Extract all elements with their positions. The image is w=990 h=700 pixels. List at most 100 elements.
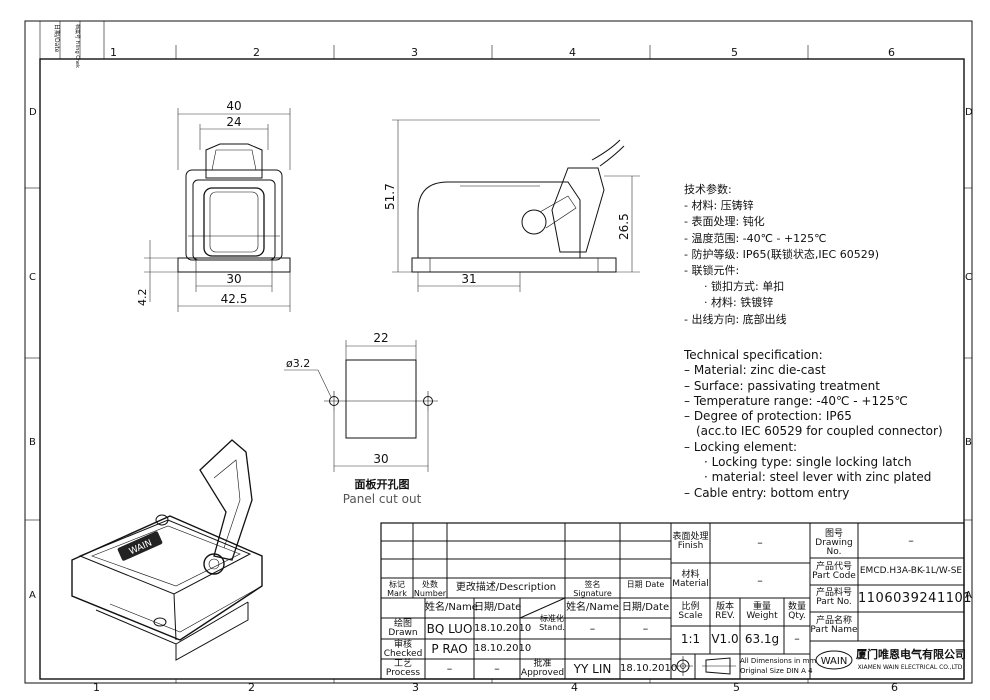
tb-drawing-no-value: – <box>908 534 914 547</box>
tb-standard-label: 标准化 Stand. <box>539 614 565 632</box>
tb-drawn-name: BQ LUO <box>426 622 473 636</box>
row-d-right: D <box>965 107 973 118</box>
dim-42-5: 42.5 <box>221 292 248 306</box>
dim-40: 40 <box>226 99 241 113</box>
spec-cn-cable: - 出线方向: 底部出线 <box>684 312 787 326</box>
company-logo: WAIN <box>815 650 853 670</box>
tb-date-header: 日期 Date <box>626 580 665 589</box>
dim-31: 31 <box>461 272 476 286</box>
spec-en-material: – Material: zinc die-cast <box>684 363 826 378</box>
tb-drawn-date: 18.10.2010 <box>474 623 532 634</box>
tb-material-label: 材料 Material <box>672 570 709 589</box>
tb-weight-label: 重量 Weight <box>746 602 778 621</box>
spec-en-cable: – Cable entry: bottom entry <box>684 485 850 500</box>
tb-material-value: – <box>757 574 763 587</box>
corner-date-label: 日期/Date <box>53 24 61 53</box>
col-1-bottom: 1 <box>93 681 100 694</box>
col-4-bottom: 4 <box>571 681 578 694</box>
spec-cn-locking: - 联锁元件: <box>684 264 740 278</box>
tb-units-note-1: All Dimensions in mm <box>740 657 817 665</box>
tb-date-header-3: 日期/Date <box>621 602 670 613</box>
tb-stand-date-dash: – <box>642 622 649 635</box>
spec-cn-material: - 材料: 压铸锌 <box>684 199 754 213</box>
tb-weight-value: 63.1g <box>744 632 780 646</box>
dim-24: 24 <box>226 115 241 129</box>
tb-process-date: – <box>494 662 500 675</box>
cutout-dimensions <box>284 340 429 472</box>
col-5-top: 5 <box>731 46 738 59</box>
dim-4-2: 4.2 <box>136 289 149 307</box>
front-dimensions <box>144 108 291 312</box>
spec-cn-surface: - 表面处理: 钝化 <box>684 215 765 229</box>
spec-en-surface: – Surface: passivating treatment <box>684 378 880 393</box>
tb-drawing-no-label: 图号 Drawing No. <box>815 529 853 557</box>
tb-company-cn: 厦门唯恩电气有限公司 <box>856 648 966 661</box>
tb-date-header-2: 日期/Date <box>474 602 522 613</box>
tb-part-name-label: 产品名称 Part Name <box>810 616 858 635</box>
row-b-left: B <box>29 437 36 448</box>
tb-units-note-2: Original Size DIN A 4 <box>740 667 813 675</box>
title-block-grid <box>380 522 965 680</box>
spec-en-protection-note: (acc.to IEC 60529 for coupled connector) <box>696 424 943 439</box>
spec-chinese: 技术参数: - 材料: 压铸锌 - 表面处理: 钝化 - 温度范围: -40℃ … <box>684 182 879 328</box>
spec-cn-protection: - 防护等级: IP65(联锁状态,IEC 60529) <box>684 247 879 261</box>
tb-name-header: 姓名/Name <box>425 602 478 613</box>
tb-finish-label: 表面处理 Finish <box>672 532 709 551</box>
side-view <box>411 139 625 273</box>
dim-hole: ø3.2 <box>286 357 310 370</box>
col-6-bottom: 6 <box>891 681 898 694</box>
spec-cn-lock-type: · 锁扣方式: 单扣 <box>704 280 785 294</box>
tb-process-label: 工艺 Process <box>385 659 421 678</box>
spec-en-lock-type: · Locking type: single locking latch <box>704 455 912 470</box>
spec-cn-lock-material: · 材料: 铁镀锌 <box>704 296 774 310</box>
tb-qty-value: – <box>794 632 800 645</box>
tb-checked-label: 审核 Checked <box>383 640 423 659</box>
tb-rev-label: 版本 REV. <box>715 602 735 621</box>
tb-part-code-value: EMCD.H3A-BK-1L/W-SE <box>859 566 963 576</box>
tb-approved-label: 批准 Approved <box>520 659 565 678</box>
tb-checked-date: 18.10.2010 <box>474 643 532 654</box>
tb-scale-label: 比例 Scale <box>678 602 703 621</box>
tb-approved-date: 18.10.2010 <box>620 663 678 674</box>
spec-en-temperature: – Temperature range: -40℃ - +125℃ <box>684 393 908 408</box>
logo-text: WAIN <box>821 656 848 667</box>
tb-part-code-label: 产品代号 Part Code <box>812 562 856 581</box>
dim-26-5: 26.5 <box>617 213 631 240</box>
dim-22: 22 <box>373 331 388 345</box>
tb-finish-value: – <box>757 536 763 549</box>
tb-number-header: 处数 Number <box>413 580 447 598</box>
outer-frame <box>24 20 973 684</box>
front-view <box>177 143 291 273</box>
col-3-bottom: 3 <box>412 681 419 694</box>
col-4-top: 4 <box>569 46 576 59</box>
tb-mark-header: 标记 Mark <box>387 580 407 598</box>
spec-english: Technical specification: – Material: zin… <box>684 348 943 501</box>
tb-rev-value: V1.0 <box>711 632 739 646</box>
col-1-top: 1 <box>110 46 117 59</box>
row-b-right: B <box>965 437 972 448</box>
col-2-bottom: 2 <box>248 681 255 694</box>
tb-name-header-3: 姓名/Name <box>566 602 619 613</box>
tb-stand-name-dash: – <box>589 622 596 635</box>
row-c-left: C <box>29 272 36 283</box>
row-a-left: A <box>29 590 36 601</box>
projection-symbol <box>673 656 736 676</box>
spec-cn-temperature: - 温度范围: -40℃ - +125℃ <box>684 231 827 245</box>
spec-en-locking: – Locking element: <box>684 439 798 454</box>
tb-approved-name: YY LIN <box>573 662 612 676</box>
zone-ticks <box>25 21 972 683</box>
row-a-right: A <box>965 590 972 601</box>
tb-signature-header: 签名 Signature <box>573 580 612 598</box>
panel-cutout-caption-cn: 面板开孔图 <box>354 478 410 491</box>
tb-part-no-label: 产品料号 Part No. <box>815 588 852 607</box>
spec-en-heading: Technical specification: <box>684 348 823 362</box>
panel-cutout-view <box>324 359 438 439</box>
dim-51-7: 51.7 <box>383 183 397 210</box>
isometric-view: WAIN <box>71 439 263 661</box>
col-6-top: 6 <box>888 46 895 59</box>
col-5-bottom: 5 <box>733 681 740 694</box>
spec-en-protection: – Degree of protection: IP65 <box>684 409 852 424</box>
tb-part-no-value: 1106039241101 <box>858 591 973 606</box>
dim-30: 30 <box>226 272 241 286</box>
